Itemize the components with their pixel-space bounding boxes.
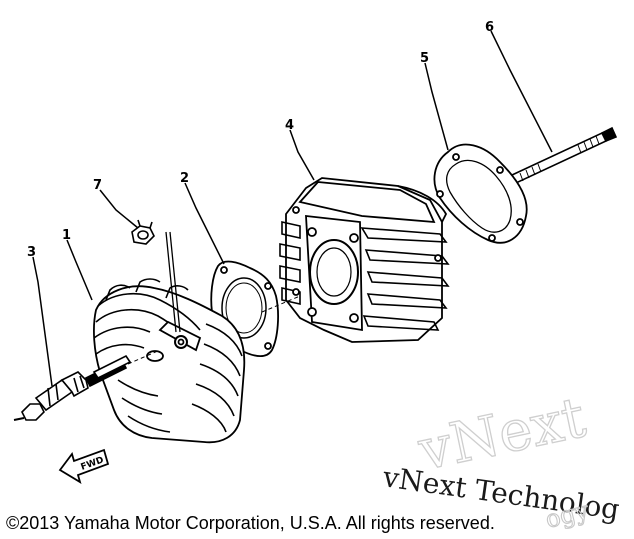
nut-part <box>131 219 155 245</box>
callout-4: 4 <box>285 118 294 133</box>
cylinder-head-part <box>93 231 246 444</box>
callout-1: 1 <box>62 228 71 243</box>
callout-2: 2 <box>180 171 189 186</box>
spark-plug-part <box>13 354 132 421</box>
callout-6: 6 <box>485 20 494 35</box>
callout-7: 7 <box>93 178 102 193</box>
leader-lines <box>32 30 553 387</box>
base-gasket-part <box>433 143 528 244</box>
cylinder-part <box>279 177 450 343</box>
alignment-lines <box>127 295 301 365</box>
stud-bolt-part <box>510 126 618 185</box>
copyright-notice: ©2013 Yamaha Motor Corporation, U.S.A. A… <box>6 513 495 533</box>
callout-3: 3 <box>27 245 36 260</box>
fwd-arrow-icon: FWD <box>58 448 110 484</box>
callout-5: 5 <box>420 51 429 66</box>
